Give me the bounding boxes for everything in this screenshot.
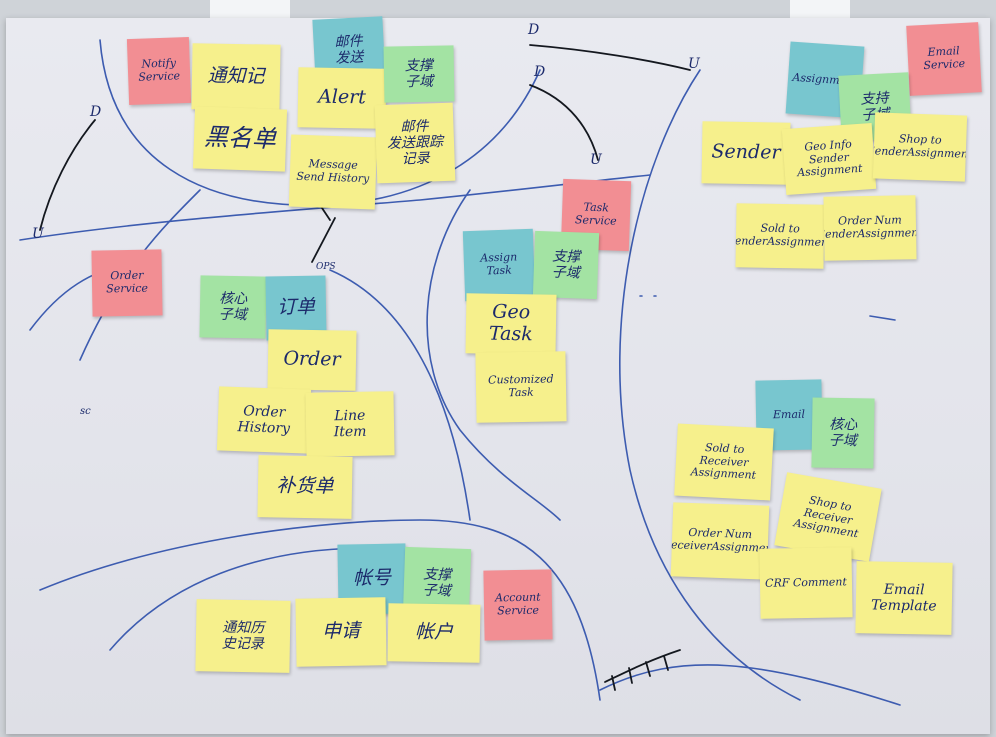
note-order-service: Order Service <box>91 249 163 317</box>
note-order-num-sender-assignment: Order Num SenderAssignment <box>823 195 917 261</box>
note-buhuodan: 补货单 <box>257 455 353 519</box>
note-notify-service: Notify Service <box>126 36 192 106</box>
note-geo-info-sender-assignment: Geo Info Sender Assignment <box>781 122 877 196</box>
mark-downstream-1: D <box>90 104 102 120</box>
mark-upstream-3: U <box>590 152 602 168</box>
note-email-service: Email Service <box>906 22 982 96</box>
ceiling-light <box>210 0 290 22</box>
note-tongzhi: 通知记 <box>191 43 281 111</box>
note-account-service: Account Service <box>483 569 553 641</box>
note-order: Order <box>267 329 357 391</box>
note-sold-to-sender-assignment: Sold to SenderAssignment <box>735 203 825 269</box>
mark-sc: sc <box>80 406 91 417</box>
note-shop-to-sender-assignment: Shop to SenderAssignment <box>872 112 968 182</box>
mark-ops: OPS <box>316 262 336 272</box>
note-zhanghu: 帐户 <box>387 603 481 663</box>
note-message-send-history: Message Send History <box>288 134 378 210</box>
note-email-template: Email Template <box>855 561 953 635</box>
note-assign-task: Assign Task <box>462 228 536 302</box>
mark-upstream-1: U <box>32 226 44 242</box>
note-tongzhi-lishi: 通知历 史记录 <box>195 599 291 673</box>
note-alert: Alert <box>297 67 387 129</box>
mark-downstream-2: D <box>528 22 540 38</box>
note-sold-to-receiver-assignment: Sold to Receiver Assignment <box>674 423 774 501</box>
note-sender: Sender <box>701 121 791 185</box>
note-heimingdan: 黑名单 <box>192 106 288 172</box>
note-youjian-fasong-jilu: 邮件 发送跟踪 记录 <box>374 102 456 184</box>
note-hexin-subdomain-1: 核心 子域 <box>199 275 267 339</box>
note-order-history: Order History <box>216 386 312 454</box>
note-crf-comment: CRF Comment <box>759 547 853 619</box>
note-shenqing: 申请 <box>295 597 387 667</box>
ceiling-light <box>790 0 850 22</box>
note-zhicheng-subdomain-1: 支撑 子域 <box>383 45 455 103</box>
note-customized-task: Customized Task <box>475 351 567 423</box>
mark-upstream-2: U <box>688 56 700 72</box>
mark-downstream-3: D <box>534 64 546 80</box>
note-geo-task: Geo Task <box>465 293 557 355</box>
note-hexin-subdomain-2: 核心 子域 <box>811 397 875 469</box>
note-zhicheng-subdomain-2: 支撑 子域 <box>532 230 600 300</box>
note-line-item: Line Item <box>305 391 395 457</box>
note-order-num-receiver-assignment: Order Num ReceiverAssignment <box>670 502 770 580</box>
